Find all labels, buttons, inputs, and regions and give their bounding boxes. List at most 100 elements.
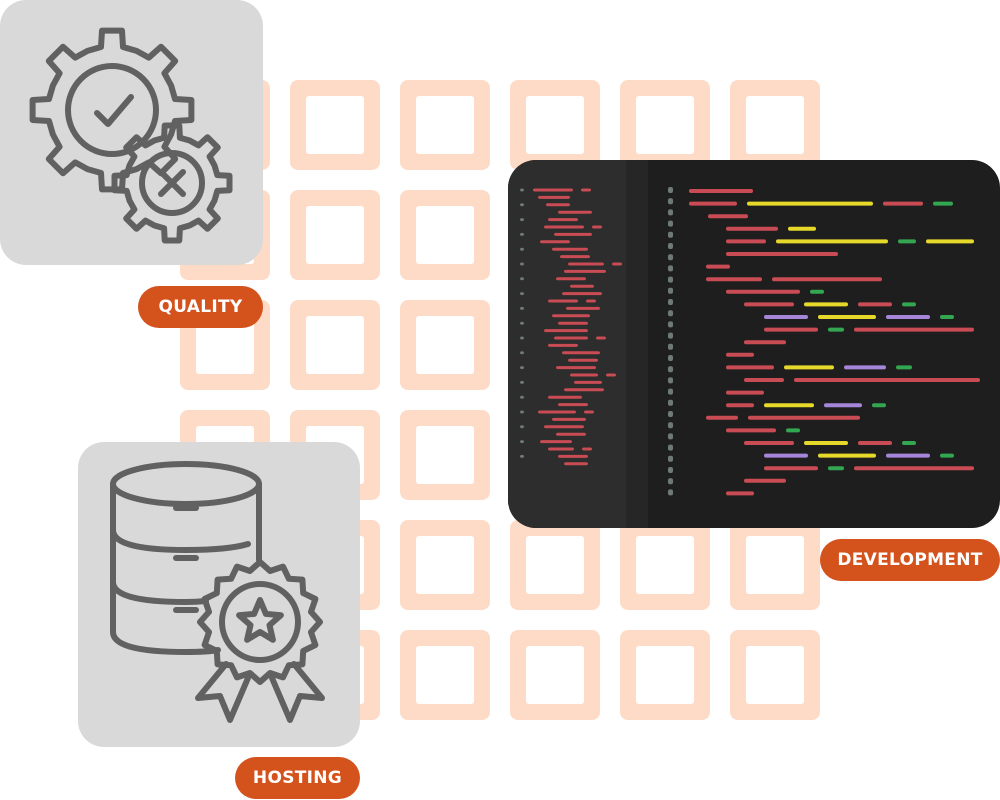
code-token <box>668 433 673 440</box>
code-token <box>544 329 588 333</box>
code-token <box>854 466 974 471</box>
code-token <box>824 403 862 408</box>
code-token <box>858 441 892 445</box>
code-token <box>582 447 592 451</box>
code-token <box>520 410 524 414</box>
code-token <box>546 203 570 207</box>
code-token <box>520 351 524 355</box>
code-token <box>794 378 980 382</box>
code-token <box>520 454 524 458</box>
code-token <box>520 277 524 281</box>
grid-square-inner <box>306 206 364 264</box>
grid-square-inner <box>196 316 254 374</box>
code-token <box>788 226 816 231</box>
code-token <box>668 478 673 485</box>
code-token <box>520 306 524 310</box>
code-token <box>926 239 974 244</box>
code-token <box>520 395 524 399</box>
code-token <box>566 306 600 310</box>
code-token <box>854 327 974 332</box>
code-editor-window <box>508 160 1000 528</box>
code-token <box>726 403 754 408</box>
code-token <box>556 277 586 281</box>
code-token <box>668 355 673 361</box>
code-token <box>560 255 590 259</box>
code-token <box>564 388 604 392</box>
code-token <box>520 440 524 444</box>
code-token <box>552 247 588 251</box>
grid-square-inner <box>306 96 364 154</box>
code-token <box>554 232 592 236</box>
code-token <box>558 403 588 407</box>
code-token <box>520 203 524 207</box>
code-token <box>570 284 594 288</box>
code-token <box>668 332 673 339</box>
code-token <box>548 395 582 399</box>
code-token <box>784 365 834 370</box>
grid-square-inner <box>746 646 804 704</box>
quality-card <box>0 0 263 265</box>
code-token <box>574 380 602 384</box>
grid-square-inner <box>636 536 694 594</box>
code-token <box>520 262 524 266</box>
code-token <box>668 220 673 227</box>
code-token <box>726 289 800 294</box>
database-award-icon <box>110 461 325 723</box>
gear-small-icon <box>111 122 233 244</box>
code-token <box>520 336 524 340</box>
code-token <box>548 299 578 303</box>
code-token <box>668 489 673 496</box>
code-token <box>558 454 588 458</box>
code-token <box>568 262 604 266</box>
code-token <box>520 218 524 222</box>
code-token <box>548 343 578 347</box>
code-token <box>538 195 570 199</box>
gear-large-icon <box>29 27 195 193</box>
code-token <box>744 441 794 445</box>
quality-label: QUALITY <box>138 286 263 328</box>
code-token <box>748 415 860 420</box>
code-token <box>772 277 882 282</box>
grid-square-inner <box>746 536 804 594</box>
code-token <box>764 466 818 471</box>
code-editor-illustration <box>508 160 980 528</box>
code-token <box>668 198 673 205</box>
grid-square-inner <box>416 426 474 484</box>
code-token <box>804 441 848 445</box>
code-token <box>940 315 954 319</box>
database-top-icon <box>110 461 262 507</box>
code-token <box>544 425 584 429</box>
code-token <box>540 440 572 444</box>
code-token <box>726 252 838 256</box>
code-token <box>552 314 590 318</box>
code-token <box>668 299 673 305</box>
hosting-label: HOSTING <box>235 757 360 799</box>
code-token <box>764 315 808 319</box>
code-token <box>668 377 673 384</box>
grid-square-inner <box>526 646 584 704</box>
code-token <box>570 373 598 377</box>
code-token <box>668 422 673 429</box>
code-token <box>898 239 916 244</box>
code-token <box>520 232 524 236</box>
code-token <box>668 411 673 417</box>
gears-check-cross-icon <box>29 27 233 244</box>
code-token <box>776 239 888 244</box>
code-token <box>706 415 738 420</box>
code-token <box>596 336 606 340</box>
code-token <box>744 378 784 382</box>
code-token <box>744 478 786 483</box>
code-token <box>668 310 673 317</box>
code-token <box>564 462 588 466</box>
code-token <box>668 388 673 395</box>
grid-square-inner <box>416 646 474 704</box>
code-token <box>581 188 591 192</box>
grid-square-inner <box>636 646 694 704</box>
code-token <box>668 243 673 249</box>
code-token <box>706 277 762 282</box>
code-token <box>933 201 953 206</box>
code-token <box>520 380 524 384</box>
code-token <box>520 321 524 325</box>
code-token <box>764 327 818 332</box>
code-token <box>548 218 578 222</box>
